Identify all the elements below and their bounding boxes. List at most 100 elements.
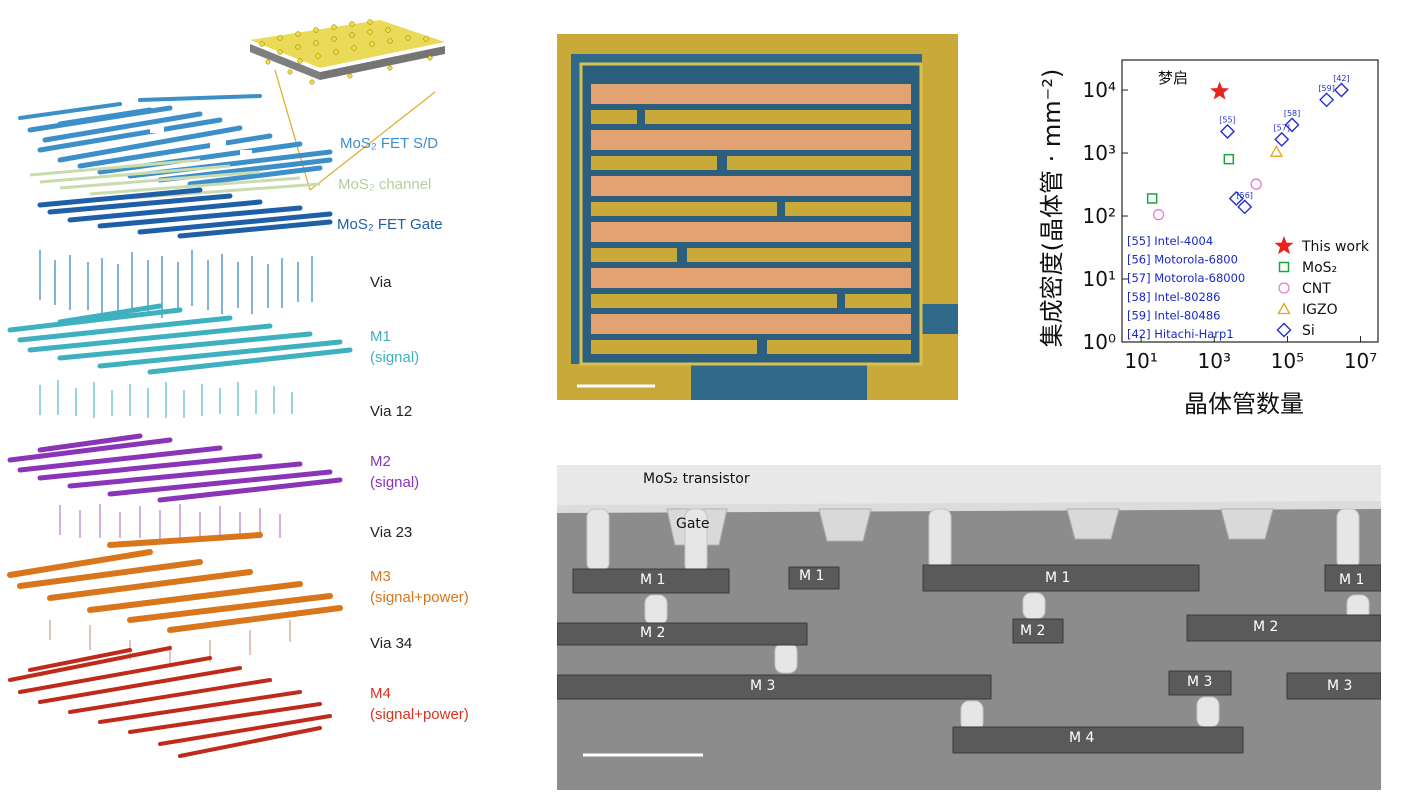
data-point-circle [1250, 178, 1262, 190]
y-tick-label: 10³ [1083, 141, 1116, 165]
m1-title: M1 [370, 328, 391, 345]
x-tick-label: 10¹ [1124, 349, 1157, 373]
sem-label-m3-b: M 3 [1187, 674, 1213, 690]
y-tick-label: 10¹ [1083, 267, 1116, 291]
sem-m1-c [922, 564, 1200, 592]
data-point-diamond [1228, 190, 1244, 206]
data-point-diamond [1333, 82, 1349, 98]
sem-m2-b [1012, 618, 1064, 644]
m1-layer [7, 303, 353, 375]
optical-micrograph [557, 34, 958, 400]
fet-sd-layer [18, 94, 333, 187]
data-point-star [1210, 81, 1230, 100]
plot-frame [1121, 59, 1379, 343]
sem-m4 [952, 726, 1244, 754]
legend-marker-star [1274, 236, 1294, 255]
legend-marker-diamond [1276, 322, 1292, 338]
via34-layer [49, 620, 291, 663]
legend-marker-circle [1278, 282, 1290, 294]
layer-label-via: Via [370, 274, 392, 291]
sem-gate-label: Gate [676, 516, 710, 532]
data-point-square [1223, 153, 1235, 165]
layer-label-m2: M2 (signal) [370, 451, 419, 493]
m4-title: M4 [370, 685, 391, 702]
point-ref-label: [58] [1284, 109, 1300, 118]
sem-label-m1-c: M 1 [1045, 570, 1071, 586]
via-layer [39, 250, 313, 318]
sem-label-m2-a: M 2 [640, 625, 666, 641]
m4-subtitle: (signal+power) [370, 706, 469, 723]
channel-layer [29, 158, 321, 200]
y-tick-label: 10² [1083, 204, 1116, 228]
legend-label: MoS₂ [1302, 260, 1337, 276]
point-ref-label: [59] [1318, 84, 1334, 93]
sem-m1-d [1324, 564, 1381, 592]
layer-label-m3: M3 (signal+power) [370, 566, 469, 608]
data-point-diamond [1274, 131, 1290, 147]
sem-m3-a [557, 674, 992, 700]
sem-label-m3-c: M 3 [1327, 678, 1353, 694]
data-point-circle [1152, 209, 1165, 221]
legend-marker-square [1278, 261, 1290, 273]
point-ref-label: [57] [1274, 123, 1290, 132]
mos2-lattice-illustration [250, 19, 445, 191]
sem-m1-b [788, 566, 840, 590]
y-axis-label: 集成密度(晶体管 · mm⁻²) [1038, 69, 1066, 348]
x-tick-label: 10⁵ [1271, 349, 1304, 373]
sem-cross-section [557, 465, 1381, 790]
m2-title: M2 [370, 453, 391, 470]
legend-label: This work [1301, 239, 1370, 255]
layer-label-fet-sd: MoS₂ FET S/D [340, 135, 439, 152]
layer-label-m1: M1 (signal) [370, 326, 419, 368]
layer-label-via12: Via 12 [370, 403, 413, 420]
sem-m3-c [1286, 672, 1381, 700]
m1-subtitle: (signal) [370, 349, 420, 366]
data-point-square [1146, 193, 1158, 204]
data-point-triangle [1269, 144, 1283, 157]
via23-layer [59, 504, 281, 540]
sem-label-m2-b: M 2 [1020, 623, 1046, 639]
legend-marker-triangle [1277, 302, 1291, 315]
m2-layer [7, 433, 343, 503]
sem-m3-b [1168, 670, 1232, 696]
sem-label-m1-a: M 1 [640, 572, 666, 588]
reference-entry: [56] Motorola-6800 [1127, 253, 1238, 267]
point-ref-label: [56] [1237, 191, 1253, 200]
sem-label-m1-b: M 1 [799, 568, 825, 584]
legend-label: CNT [1302, 281, 1331, 297]
micrograph-rows [591, 84, 911, 354]
m2-subtitle: (signal) [370, 474, 420, 491]
legend-label: IGZO [1302, 302, 1338, 318]
legend-label: Si [1302, 323, 1315, 339]
sem-m2-c [1186, 614, 1381, 642]
layer-label-via34: Via 34 [370, 635, 413, 652]
sem-transistor-label: MoS₂ transistor [643, 471, 750, 487]
via12-layer [39, 380, 293, 418]
m3-title: M3 [370, 568, 391, 585]
y-tick-label: 10⁴ [1083, 78, 1116, 102]
layer-label-channel: MoS₂ channel [338, 176, 432, 193]
data-point-diamond [1237, 199, 1253, 215]
sem-m2-a [557, 622, 808, 646]
data-point-diamond [1220, 123, 1235, 139]
m3-layer [7, 532, 343, 633]
y-tick-label: 10⁰ [1083, 330, 1116, 354]
reference-entry: [42] Hitachi-Harp1 [1127, 327, 1234, 341]
sem-label-m3-a: M 3 [750, 678, 776, 694]
x-axis-label: 晶体管数量 [1184, 390, 1304, 418]
sem-label-m2-c: M 2 [1253, 619, 1279, 635]
sem-label-m4: M 4 [1069, 730, 1095, 746]
layer-label-via23: Via 23 [370, 524, 413, 541]
layer-stack-illustration [7, 19, 445, 758]
x-tick-label: 10⁷ [1344, 349, 1377, 373]
reference-entry: [58] Intel-80286 [1127, 290, 1220, 304]
sem-m1-a [572, 568, 730, 594]
gate-layer [37, 187, 333, 239]
reference-entry: [55] Intel-4004 [1127, 234, 1213, 248]
m4-layer [8, 646, 332, 758]
chart-annotation: 梦启 [1158, 69, 1188, 87]
x-tick-label: 10³ [1198, 349, 1231, 373]
layer-label-m4: M4 (signal+power) [370, 683, 469, 725]
density-chart: 集成密度(晶体管 · mm⁻²) 晶体管数量 梦启 10¹ 10³ 10⁵ 10⁷ 10… [1038, 59, 1379, 418]
data-point-diamond [1319, 92, 1335, 108]
